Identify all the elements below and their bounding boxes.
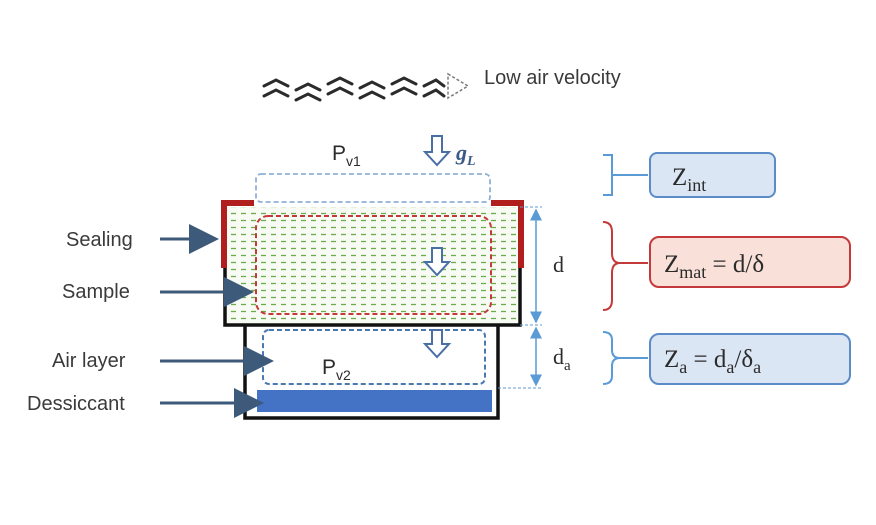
sample-flux-arrow-icon: [422, 247, 452, 277]
air-layer-flux-arrow-icon: [422, 329, 452, 359]
da-label: da: [553, 344, 571, 374]
z-a-label: Za = da/δa: [664, 346, 761, 377]
material-resistance-box: [255, 215, 492, 315]
brace-int-icon: [603, 154, 648, 196]
z-int-box: [649, 152, 776, 198]
z-mat-box: [649, 236, 851, 288]
z-a-box: [649, 333, 851, 385]
sealing-label: Sealing: [66, 229, 133, 251]
pv2-label: Pv2: [322, 356, 351, 383]
desiccant-fill: [257, 390, 492, 412]
z-int-label: Zint: [672, 164, 706, 195]
wind-icon: [262, 76, 446, 102]
sealing-left: [221, 200, 254, 268]
brace-mat-icon: [602, 221, 648, 311]
d-label: d: [553, 252, 564, 277]
dashed-arrow-icon: [447, 72, 470, 100]
pv1-label: Pv1: [332, 142, 361, 169]
z-mat-label: Zmat = d/δ: [664, 251, 764, 282]
air-layer-label: Air layer: [52, 350, 126, 372]
flux-label: gL: [455, 140, 476, 169]
air-layer-resistance-box: [262, 329, 486, 385]
sample-label: Sample: [62, 281, 130, 303]
sample-pattern: [225, 207, 520, 325]
flux-arrow-icon: [422, 135, 452, 167]
desiccant-label: Dessiccant: [27, 393, 125, 415]
surface-resistance-box: [255, 173, 491, 203]
brace-a-icon: [602, 331, 648, 385]
air-velocity-label: Low air velocity: [484, 67, 621, 89]
